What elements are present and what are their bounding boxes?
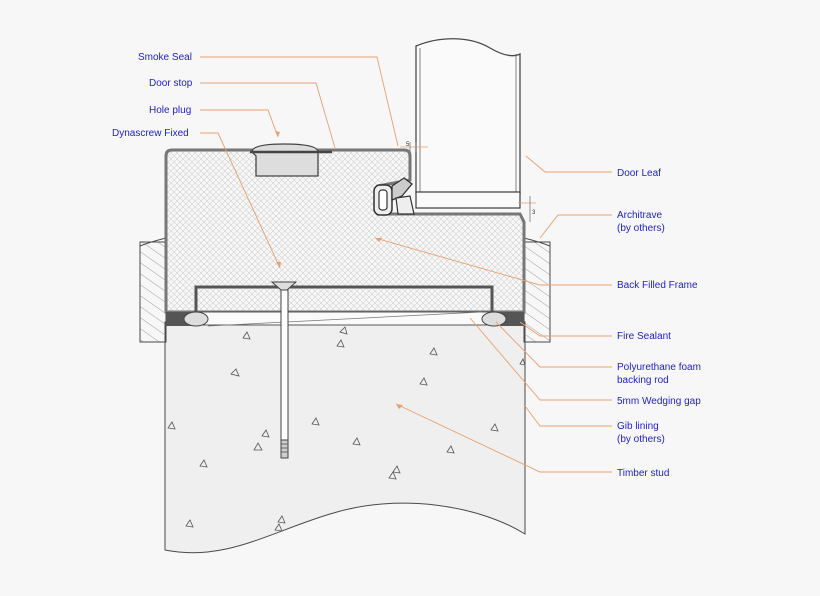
dimension-gap-side: 3 [518,196,536,222]
door-leaf [415,38,521,209]
label-wedging-gap: 5mm Wedging gap [617,396,701,407]
dimension-gap-top: 5 [400,142,428,152]
label-architrave: Architrave [617,210,662,221]
leader-lines [200,56,612,473]
leader-arrows [275,131,403,409]
architrave-left [139,237,167,343]
architrave-right [523,237,551,343]
label-gib-lining: Gib lining [617,421,659,432]
back-filled-frame [164,148,526,314]
label-smoke-seal: Smoke Seal [138,52,192,63]
smoke-seal [373,177,415,216]
hole-plug [251,143,319,177]
label-timber-stud: Timber stud [617,468,669,479]
timber-stud [164,321,526,554]
stud-aggregate-marks [167,326,526,532]
label-hole-plug: Hole plug [149,105,191,116]
label-gib-lining-note: (by others) [617,434,665,445]
dynascrew [270,281,298,459]
backing-rod-right [481,311,507,327]
label-polyurethane-note: backing rod [617,375,669,386]
label-architrave-note: (by others) [617,223,665,234]
wedging-gap-line [207,311,483,327]
label-door-stop: Door stop [149,78,193,89]
label-fire-sealant: Fire Sealant [617,331,671,342]
label-back-filled-frame: Back Filled Frame [617,280,698,291]
dimension-gap-side-label: 3 [532,210,536,216]
label-dynascrew: Dynascrew Fixed [112,128,189,139]
dimension-gap-top-label: 5 [406,142,410,148]
label-polyurethane: Polyurethane foam [617,362,701,373]
label-door-leaf: Door Leaf [617,168,661,179]
frame-channel [194,285,494,312]
backing-rod-left [183,311,209,327]
